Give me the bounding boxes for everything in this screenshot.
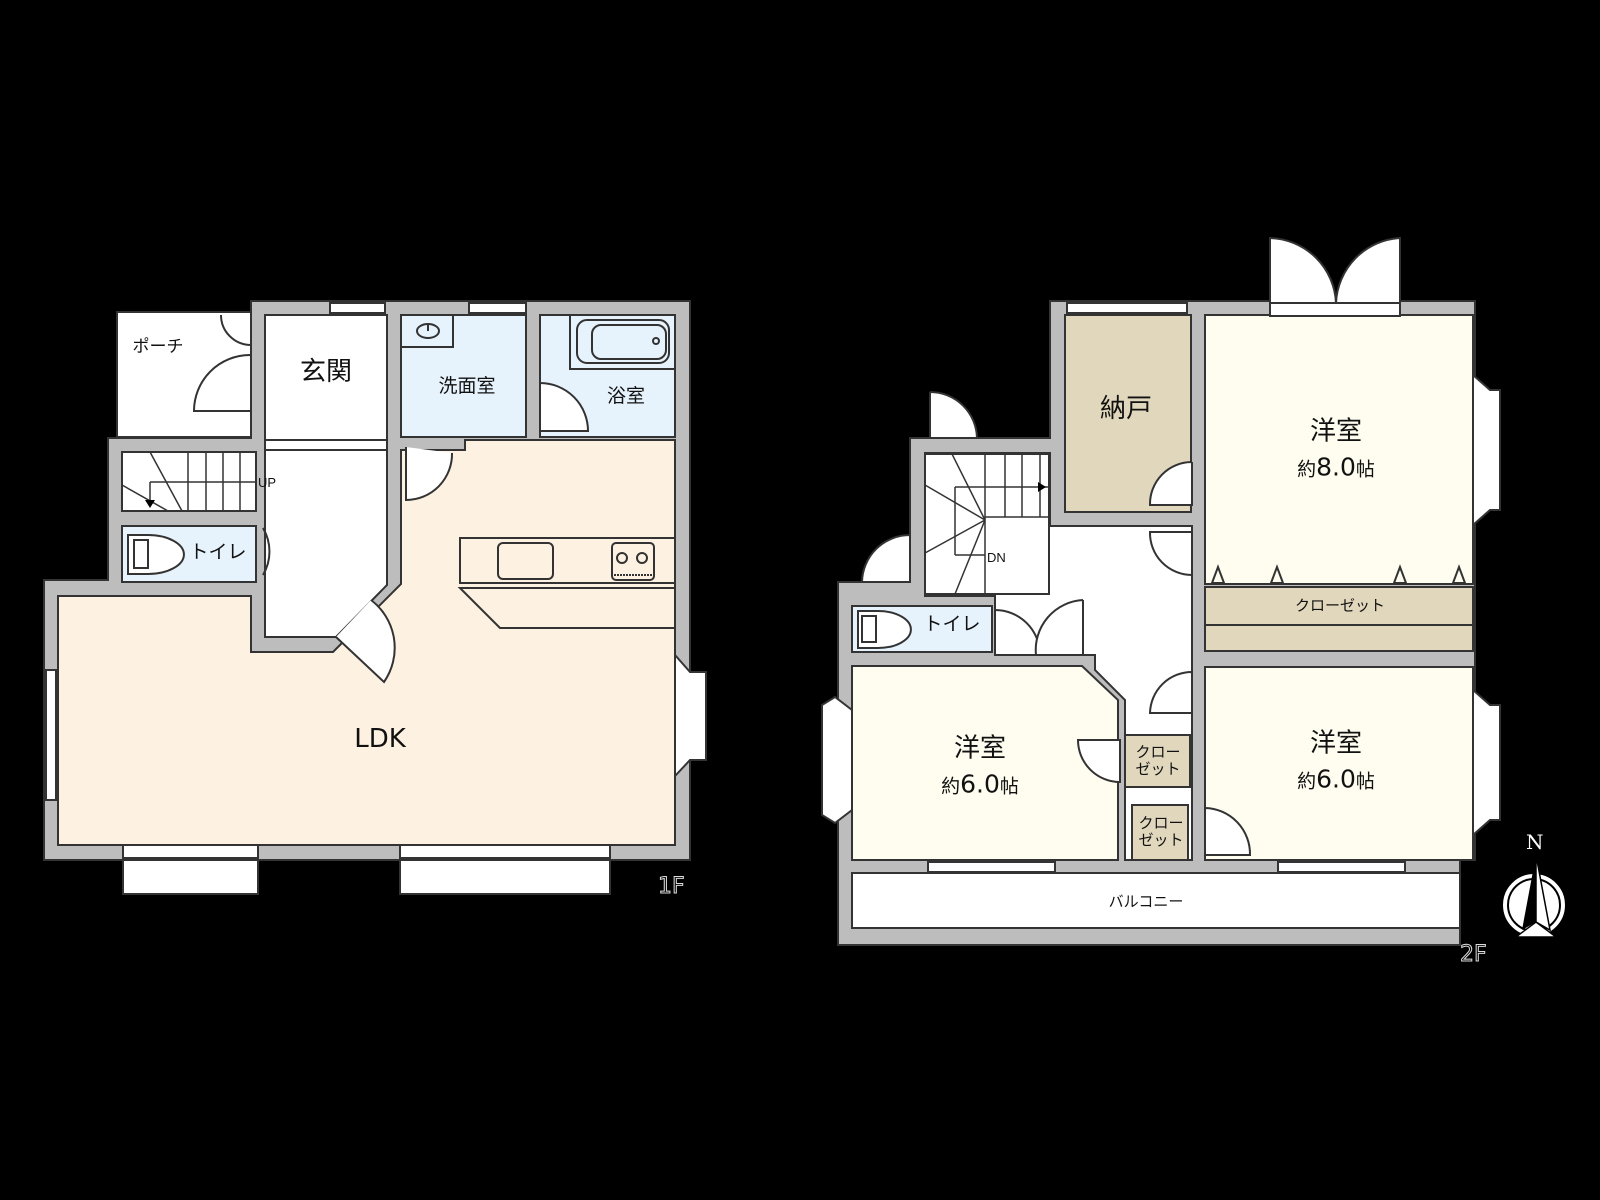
entrance-label: 玄関 — [299, 357, 353, 388]
room-area: 約6.0帖 — [941, 769, 1019, 800]
closet-sw-2-area — [1131, 804, 1189, 861]
closet-ne-label: クローゼット — [1294, 596, 1386, 615]
stairs-down-label: DN — [987, 550, 1006, 565]
bathroom-label: 浴室 — [606, 385, 646, 408]
balcony-area — [851, 872, 1461, 929]
area-value: 8.0 — [1316, 452, 1356, 482]
compass-icon — [1501, 854, 1567, 938]
area-prefix: 約 — [941, 775, 961, 798]
compass-north-label: N — [1526, 830, 1544, 854]
area-value: 6.0 — [960, 769, 1000, 799]
room-name: 洋室 — [1309, 728, 1363, 759]
room-name: 洋室 — [1309, 416, 1363, 447]
closet-line-2: ゼット — [1138, 831, 1184, 849]
floor-1-tag: 1F — [658, 874, 686, 900]
stairs-down — [924, 453, 1050, 595]
closet-line-2: ゼット — [1135, 760, 1181, 778]
area-prefix: 約 — [1297, 770, 1317, 793]
area-prefix: 約 — [1297, 458, 1317, 481]
kitchen-counter — [459, 537, 676, 584]
storeroom-label: 納戸 — [1099, 394, 1153, 425]
first-floor-plan — [43, 300, 707, 895]
area-unit: 帖 — [1355, 458, 1375, 481]
closet-sw-1-area — [1124, 734, 1191, 788]
western-room-ne-label: 洋室 約8.0帖 — [1297, 416, 1375, 483]
western-room-sw-label: 洋室 約6.0帖 — [941, 733, 1019, 800]
washroom-label: 洗面室 — [438, 375, 496, 398]
western-room-se-label: 洋室 約6.0帖 — [1297, 728, 1375, 795]
area-value: 6.0 — [1316, 764, 1356, 794]
area-unit: 帖 — [999, 775, 1019, 798]
toilet-1f-label: トイレ — [189, 541, 247, 564]
porch-label: ポーチ — [132, 337, 184, 358]
room-name: 洋室 — [953, 733, 1007, 764]
western-room-se-area — [1204, 666, 1474, 861]
balcony-label: バルコニー — [1108, 892, 1184, 911]
entrance-area — [264, 314, 388, 441]
room-area: 約8.0帖 — [1297, 452, 1375, 483]
western-room-ne-area — [1204, 314, 1474, 585]
closet-sw-1-label: クロー ゼット — [1135, 742, 1181, 779]
second-floor-plan — [821, 236, 1501, 946]
closet-line-1: クロー — [1138, 813, 1184, 832]
closet-ne-area — [1204, 586, 1474, 652]
stairs-up-label: UP — [258, 475, 277, 490]
closet-sw-2-label: クロー ゼット — [1138, 813, 1184, 850]
closet-line-1: クロー — [1135, 742, 1181, 761]
area-unit: 帖 — [1355, 770, 1375, 793]
room-area: 約6.0帖 — [1297, 764, 1375, 795]
toilet-2f-label: トイレ — [923, 613, 981, 636]
ldk-label: LDK — [354, 724, 406, 755]
floor-2-tag: 2F — [1460, 942, 1488, 968]
